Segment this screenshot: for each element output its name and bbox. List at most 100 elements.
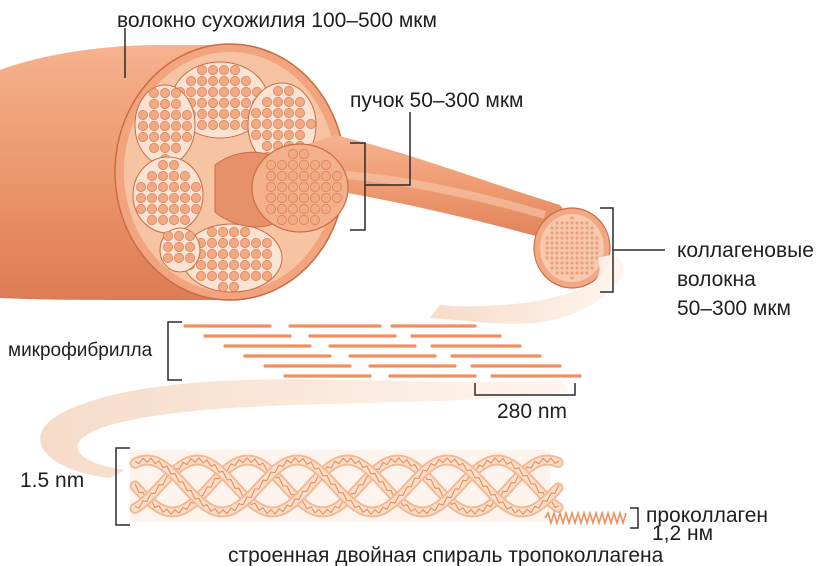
fibril-cell	[284, 119, 293, 128]
bundle-cell	[321, 182, 330, 191]
fibril-cell	[149, 121, 158, 130]
fiber-dot	[555, 271, 558, 274]
fibril-cell	[136, 204, 145, 213]
fibril-cell	[207, 271, 216, 280]
fibril-cell	[218, 238, 227, 247]
fiber-dot	[585, 221, 588, 224]
fiber-dot	[590, 256, 593, 259]
fibril-cell	[147, 171, 156, 180]
fibril-cell	[191, 193, 200, 202]
bundle-cell	[321, 160, 330, 169]
fibril-cell	[262, 119, 271, 128]
fiber-dot	[555, 256, 558, 259]
fibril-cell	[171, 121, 180, 130]
fibril-cell	[251, 119, 260, 128]
fibril-cell	[196, 260, 205, 269]
fiber-dot	[580, 251, 583, 254]
bundle-cell	[277, 182, 286, 191]
fiber-dot	[575, 221, 578, 224]
fiber-dot	[550, 231, 553, 234]
fiber-dot	[570, 216, 573, 219]
fibril-cell	[240, 238, 249, 247]
fascicle	[133, 157, 203, 233]
fibril-cell	[160, 110, 169, 119]
fibril-cell	[149, 99, 158, 108]
bundle-cell	[266, 160, 275, 169]
bundle-cell	[332, 182, 341, 191]
fiber-dot	[570, 226, 573, 229]
fiber-dot	[585, 261, 588, 264]
fibril-cell	[219, 109, 228, 118]
fibril-cell	[229, 271, 238, 280]
bundle-cell	[310, 182, 319, 191]
fibril-cell	[197, 109, 206, 118]
fibril-cell	[138, 121, 147, 130]
fiber-dot	[580, 221, 583, 224]
bundle-cell	[299, 204, 308, 213]
fiber-dot	[565, 261, 568, 264]
fibril-cell	[229, 260, 238, 269]
fiber-dot	[545, 241, 548, 244]
fiber-dot	[560, 236, 563, 239]
fiber-dot	[570, 276, 573, 279]
fiber-dot	[590, 261, 593, 264]
fiber-dot	[565, 241, 568, 244]
fibril-cell	[251, 271, 260, 280]
fibril-cell	[284, 130, 293, 139]
fibril-cell	[240, 227, 249, 236]
fiber-dot	[595, 241, 598, 244]
fibril-cell	[171, 132, 180, 141]
bundle-cell	[332, 193, 341, 202]
fiber-dot	[555, 266, 558, 269]
bundle-cell	[288, 171, 297, 180]
fiber-dot	[545, 256, 548, 259]
helix-bracket	[116, 448, 130, 525]
fibril-cell	[196, 271, 205, 280]
fiber-dot	[585, 231, 588, 234]
fiber-dot	[575, 271, 578, 274]
fibril-cell	[169, 193, 178, 202]
bundle-cell	[288, 149, 297, 158]
fiber-dot	[580, 256, 583, 259]
fibril-cell	[160, 88, 169, 97]
fibril-cell	[180, 215, 189, 224]
fiber-dot	[575, 266, 578, 269]
fibril-cell	[251, 108, 260, 117]
fiber-dot	[570, 266, 573, 269]
fibril-cell	[169, 215, 178, 224]
fascicle	[135, 85, 195, 165]
fibril-cell	[262, 271, 271, 280]
fiber-dot	[545, 246, 548, 249]
fiber-dot	[575, 231, 578, 234]
fiber-dot	[565, 236, 568, 239]
fibril-cell	[262, 260, 271, 269]
label-collagen-1: коллагеновые	[677, 239, 814, 262]
fibril-cell	[262, 97, 271, 106]
fiber-dot	[555, 221, 558, 224]
fiber-dot	[580, 241, 583, 244]
fibril-cell	[160, 99, 169, 108]
bundle-cell	[299, 171, 308, 180]
bundle-cell	[277, 193, 286, 202]
fiber-dot	[565, 231, 568, 234]
fibril-cell	[229, 249, 238, 258]
fascicle	[160, 228, 200, 272]
fiber-dot	[590, 266, 593, 269]
fibril-cell	[147, 193, 156, 202]
label-microfibril: микрофибрилла	[8, 340, 153, 361]
fibril-cell	[158, 204, 167, 213]
fiber-dot	[555, 261, 558, 264]
fibril-cell	[218, 260, 227, 269]
fibril-cell	[306, 119, 315, 128]
fiber-dot	[575, 236, 578, 239]
fiber-dot	[570, 246, 573, 249]
fibril-cell	[251, 249, 260, 258]
fibril-cell	[147, 204, 156, 213]
fibril-cell	[180, 193, 189, 202]
fiber-dot	[560, 271, 563, 274]
fibril-cell	[284, 86, 293, 95]
fibril-cell	[230, 120, 239, 129]
bundle-cell	[266, 204, 275, 213]
fibril-cell	[158, 182, 167, 191]
bundle-cell	[288, 160, 297, 169]
